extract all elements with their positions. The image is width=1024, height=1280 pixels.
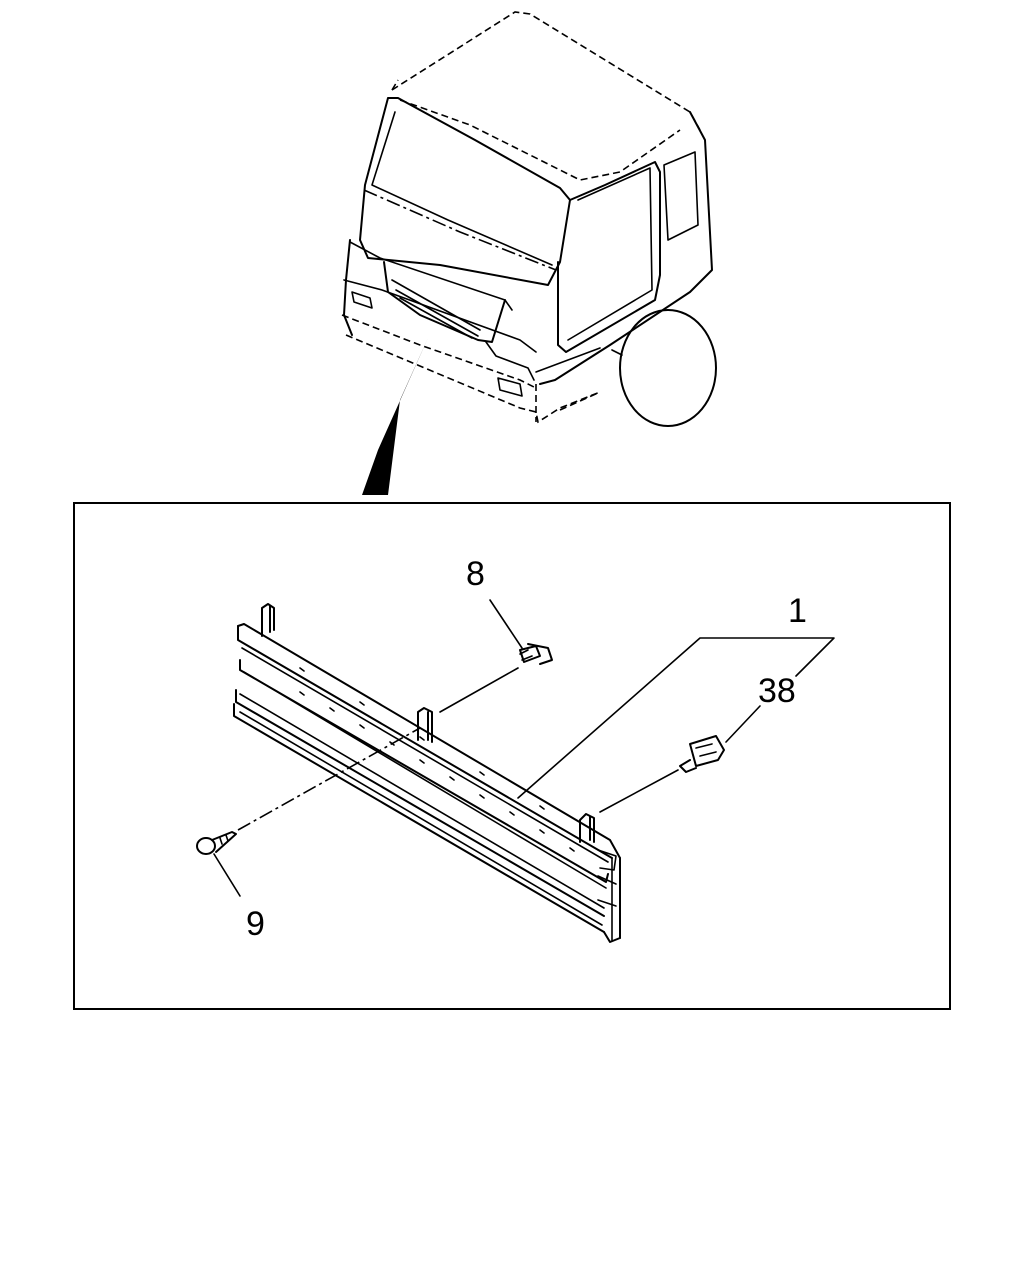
callout-8: 8 <box>466 555 485 593</box>
bracket-part-38 <box>599 735 725 813</box>
callout-1: 1 <box>788 592 807 630</box>
radiator-grille <box>233 603 621 943</box>
leader-lines <box>213 599 835 897</box>
detail-frame <box>73 502 951 1010</box>
detail-pointer <box>362 338 428 495</box>
callout-38: 38 <box>758 672 796 710</box>
clip-part-8 <box>439 643 553 713</box>
screw-part-9 <box>196 727 421 855</box>
callout-9: 9 <box>246 905 265 943</box>
truck-cab-illustration <box>341 11 717 427</box>
